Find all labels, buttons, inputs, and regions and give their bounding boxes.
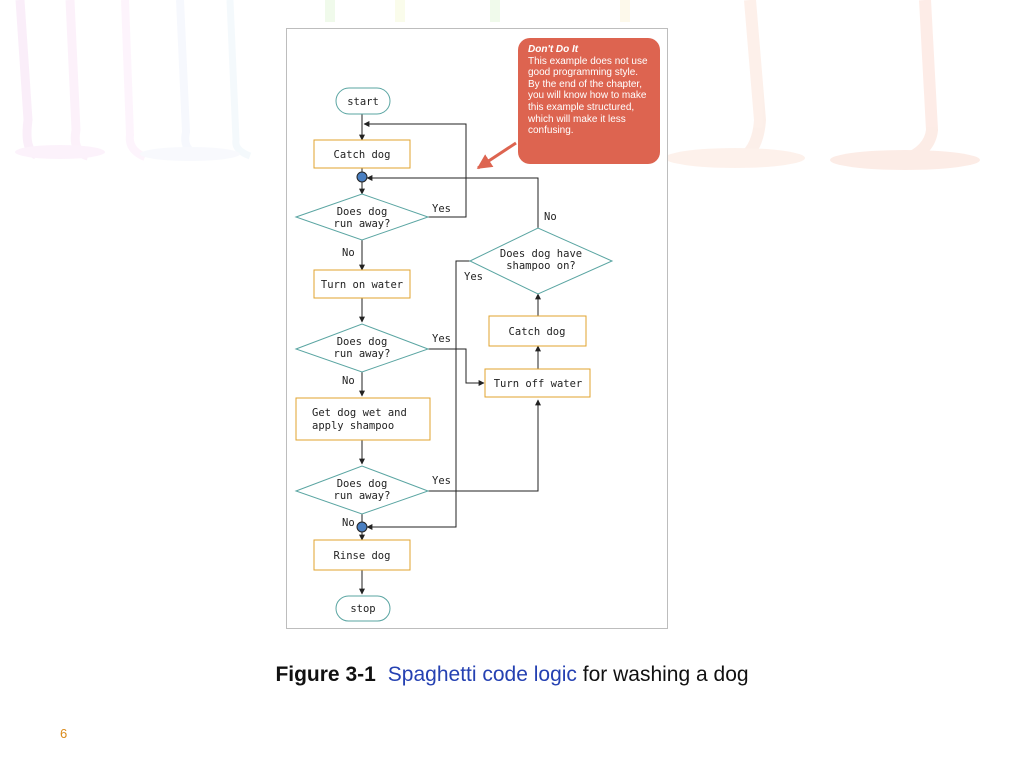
no-label-shampoo: No: [544, 211, 557, 223]
no-label-3: No: [342, 517, 355, 529]
background-decoration: [15, 0, 980, 170]
stop-label: stop: [350, 603, 375, 615]
callout-title: Don't Do It: [528, 44, 579, 55]
connector-lines: [359, 114, 541, 595]
callout-body: This example does not use good programmi…: [528, 55, 648, 137]
catch-dog-again-label: Catch dog: [509, 326, 566, 338]
shampoo-line-2: shampoo on?: [506, 260, 576, 272]
decision-3-line-2: run away?: [334, 490, 391, 502]
callout-pointer-arrow: [476, 141, 517, 170]
get-wet-line-2: apply shampoo: [312, 420, 394, 432]
connector-node-bottom: [356, 521, 368, 533]
get-dog-wet-process: Get dog wet and apply shampoo: [295, 397, 431, 441]
no-label-2: No: [342, 375, 355, 387]
decision-3-line-1: Does dog: [337, 478, 388, 490]
decision-shampoo-on: Does dog have shampoo on?: [468, 227, 614, 295]
caption-rest: for washing a dog: [582, 663, 749, 686]
page-number: 6: [60, 726, 68, 741]
turn-on-water-label: Turn on water: [321, 279, 403, 291]
start-label: start: [347, 96, 379, 108]
decision-runs-away-2: Does dog run away?: [294, 323, 430, 373]
decision-1-line-2: run away?: [334, 218, 391, 230]
decision-runs-away-1: Does dog run away?: [294, 193, 430, 241]
catch-dog-again-process: Catch dog: [488, 315, 587, 347]
connector-node-top: [356, 171, 368, 183]
rinse-dog-label: Rinse dog: [334, 550, 391, 562]
dont-do-it-callout: Don't Do It This example does not use go…: [518, 38, 660, 164]
stop-terminal: stop: [335, 595, 391, 622]
decision-2-line-2: run away?: [334, 348, 391, 360]
turn-off-water-label: Turn off water: [494, 378, 583, 390]
no-label-1: No: [342, 247, 355, 259]
yes-label-2: Yes: [432, 333, 451, 345]
yes-label-shampoo: Yes: [464, 271, 483, 283]
decision-runs-away-3: Does dog run away?: [294, 465, 430, 515]
shampoo-line-1: Does dog have: [500, 248, 582, 260]
catch-dog-process: Catch dog: [313, 139, 411, 169]
get-wet-line-1: Get dog wet and: [312, 407, 407, 419]
decision-2-line-1: Does dog: [337, 336, 388, 348]
decision-1-line-1: Does dog: [337, 206, 388, 218]
figure-caption: Figure 3-1 Spaghetti code logic for washi…: [0, 663, 1024, 687]
turn-on-water-process: Turn on water: [313, 269, 411, 299]
catch-dog-label: Catch dog: [334, 149, 391, 161]
rinse-dog-process: Rinse dog: [313, 539, 411, 571]
yes-label-1: Yes: [432, 203, 451, 215]
caption-key-term: Spaghetti code logic: [387, 663, 577, 686]
turn-off-water-process: Turn off water: [484, 368, 591, 398]
caption-figure-number: Figure 3-1: [275, 663, 376, 686]
yes-label-3: Yes: [432, 475, 451, 487]
flowchart: start Catch dog Does dog run away? Turn …: [294, 87, 614, 622]
start-terminal: start: [335, 87, 391, 115]
